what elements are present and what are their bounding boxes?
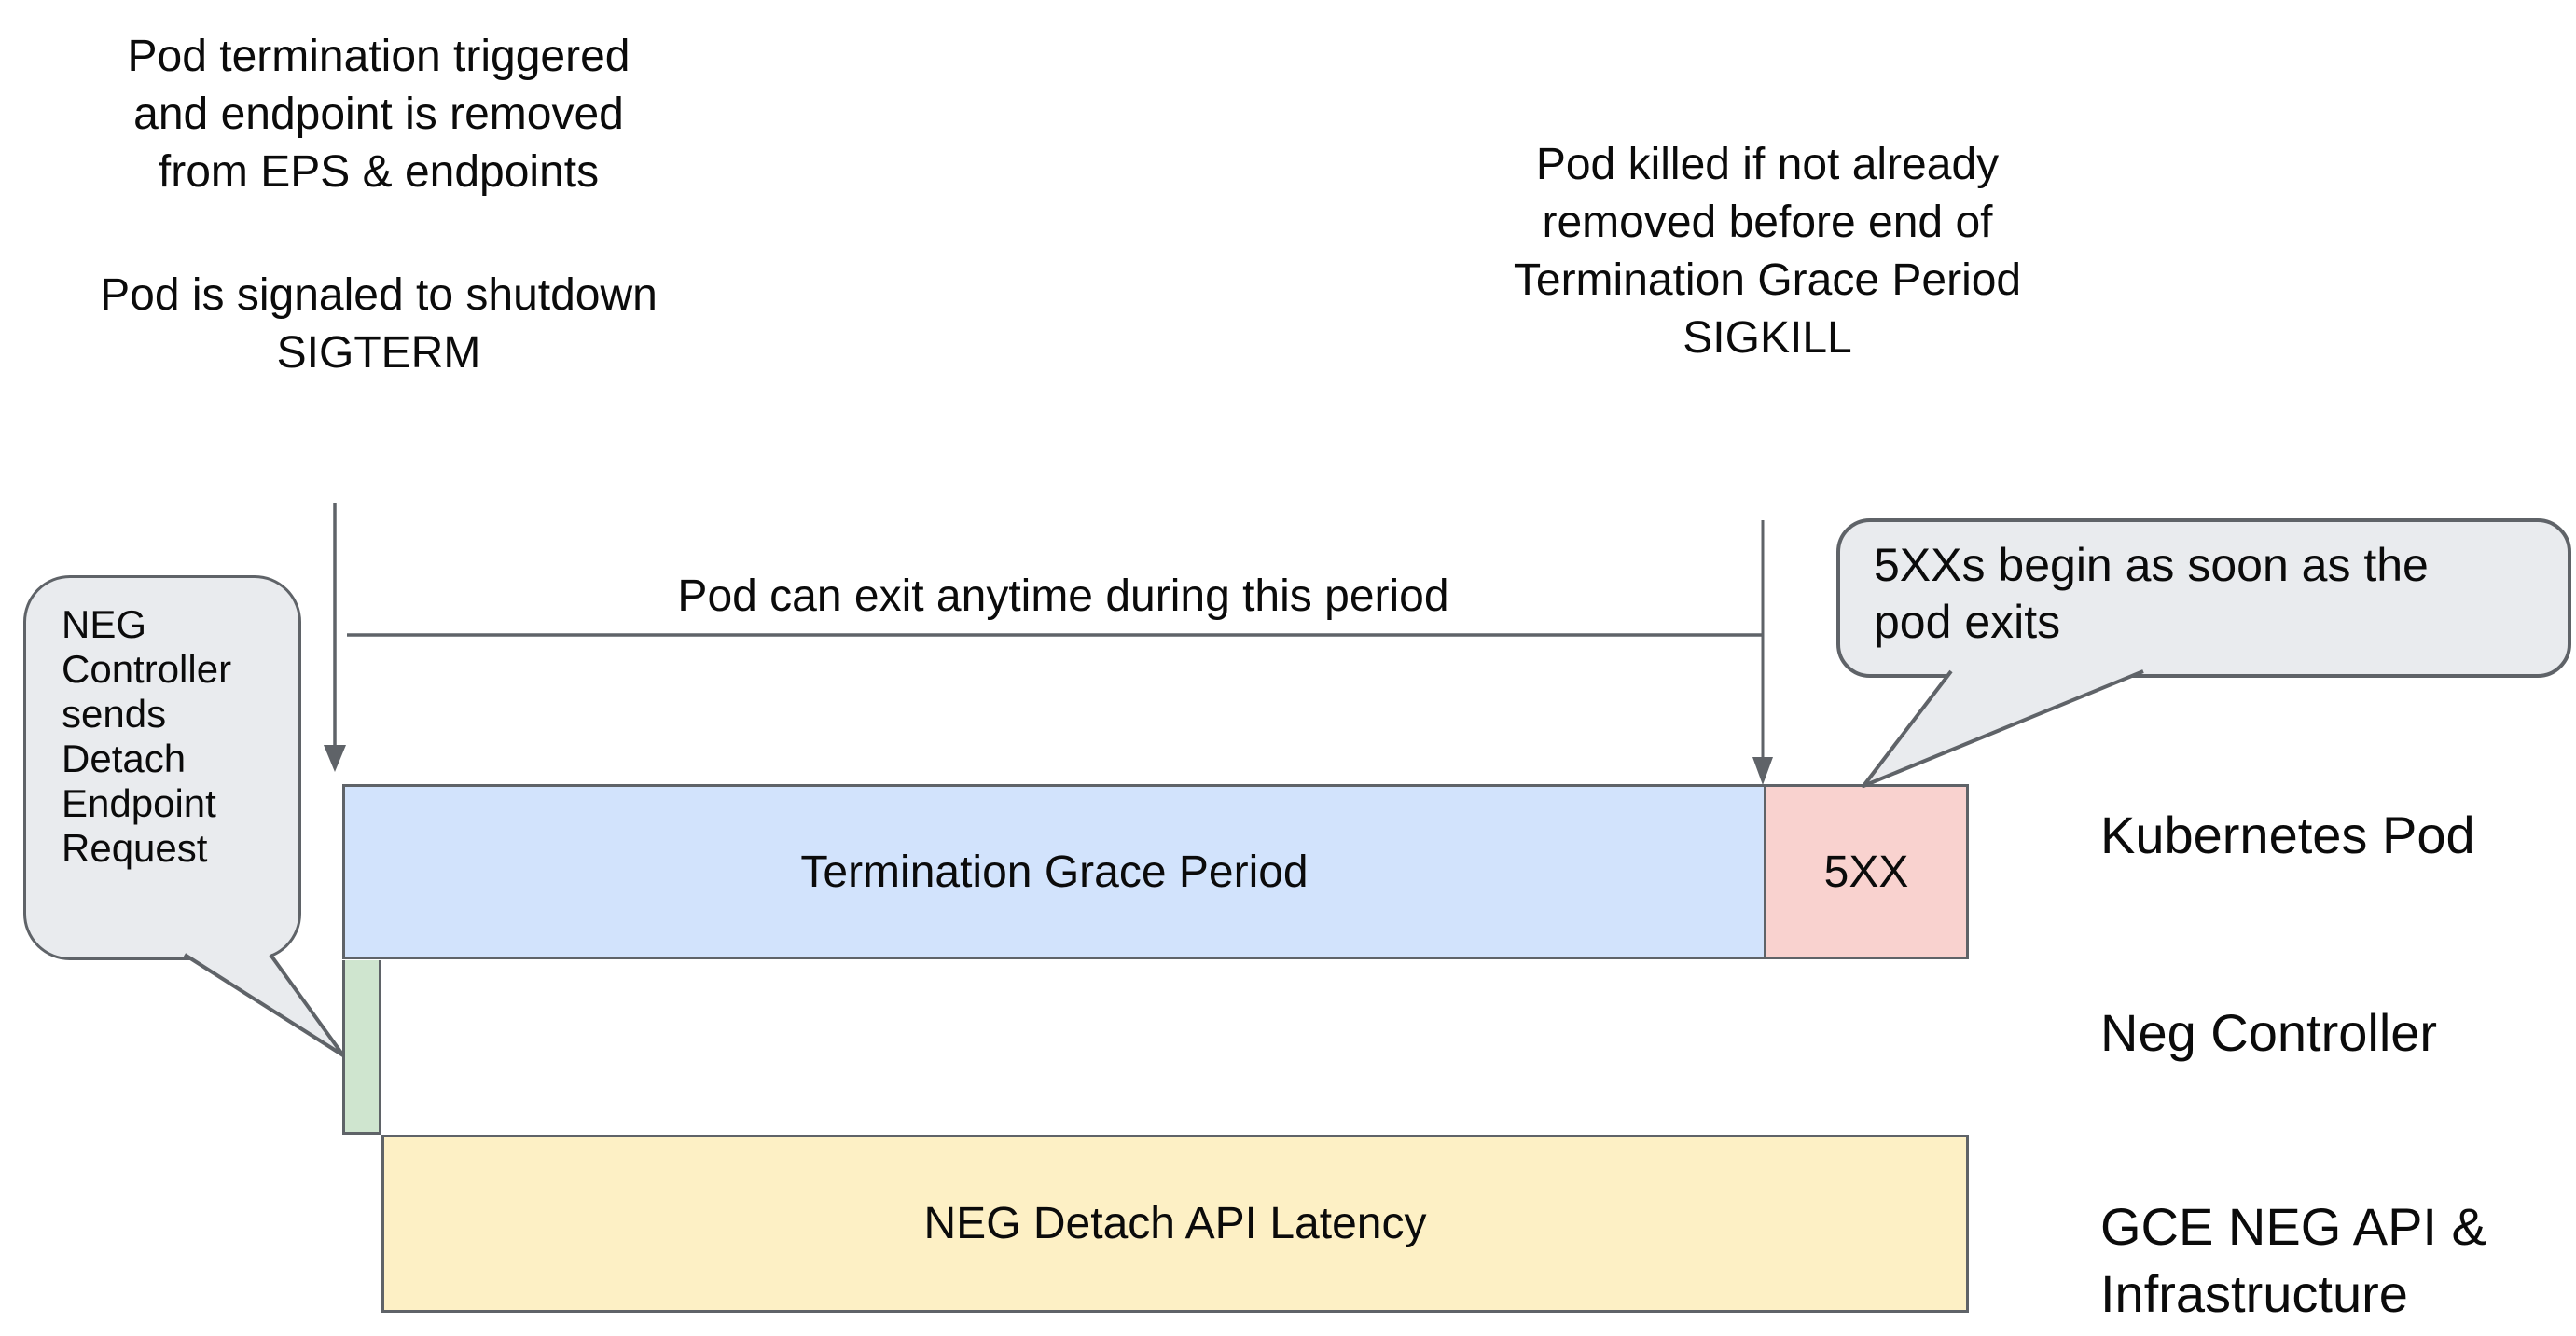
annotation-line: Termination Grace Period bbox=[1513, 255, 2022, 305]
arrow-sigkill-head bbox=[1752, 757, 1773, 785]
arrow-sigterm-head bbox=[324, 745, 346, 772]
annotation-exit-period: Pod can exit anytime during this period bbox=[677, 572, 1449, 621]
annotation-line: from EPS & endpoints bbox=[158, 147, 600, 197]
bar-termination-grace-period: Termination Grace Period bbox=[342, 784, 1764, 959]
annotation-line: and endpoint is removed bbox=[133, 90, 624, 139]
bubble-line: sends bbox=[62, 692, 167, 736]
bubble-line: Controller bbox=[62, 647, 232, 691]
annotation-line: SIGTERM bbox=[276, 328, 481, 378]
bar-5xx: 5XX bbox=[1764, 784, 1969, 959]
annotation-line: removed before end of bbox=[1542, 198, 1993, 247]
bar-neg-detach-api-latency-label: NEG Detach API Latency bbox=[923, 1199, 1427, 1248]
bubble-line: Detach bbox=[62, 737, 187, 780]
bubble-line: Endpoint bbox=[62, 781, 216, 825]
bar-neg-detach-request bbox=[342, 960, 381, 1135]
annotation-line: Pod killed if not already bbox=[1535, 140, 2000, 189]
annotation-pod-signaled-sigterm: Pod is signaled to shutdown SIGTERM bbox=[24, 267, 733, 382]
speech-bubble-right-tail bbox=[1862, 669, 2144, 788]
lane-label-line: Infrastructure bbox=[2100, 1264, 2408, 1323]
speech-bubble-neg-controller: NEG Controller sends Detach Endpoint Req… bbox=[23, 575, 301, 960]
speech-bubble-5xx: 5XXs begin as soon as the pod exits bbox=[1836, 518, 2571, 678]
lane-label-kubernetes-pod: Kubernetes Pod bbox=[2100, 806, 2475, 864]
bubble-line: NEG bbox=[62, 602, 147, 646]
annotation-pod-termination: Pod termination triggered and endpoint i… bbox=[24, 28, 733, 201]
annotation-line: Pod termination triggered bbox=[127, 32, 630, 81]
lane-label-line: GCE NEG API & bbox=[2100, 1197, 2486, 1256]
annotation-pod-killed-sigkill: Pod killed if not already removed before… bbox=[1394, 136, 2140, 367]
bubble-line: Request bbox=[62, 826, 208, 870]
lane-label-neg-controller: Neg Controller bbox=[2100, 1003, 2438, 1062]
bar-5xx-label: 5XX bbox=[1823, 847, 1909, 897]
annotation-line: SIGKILL bbox=[1683, 313, 1852, 363]
lane-label-gce-neg-api: GCE NEG API & Infrastructure bbox=[2100, 1193, 2486, 1328]
bubble-line: 5XXs begin as soon as the bbox=[1874, 539, 2429, 591]
bar-termination-grace-period-label: Termination Grace Period bbox=[800, 847, 1309, 897]
speech-bubble-left-tail bbox=[183, 953, 345, 1057]
bubble-line: pod exits bbox=[1874, 596, 2061, 648]
bar-neg-detach-api-latency: NEG Detach API Latency bbox=[381, 1135, 1969, 1313]
annotation-line: Pod is signaled to shutdown bbox=[100, 270, 658, 320]
